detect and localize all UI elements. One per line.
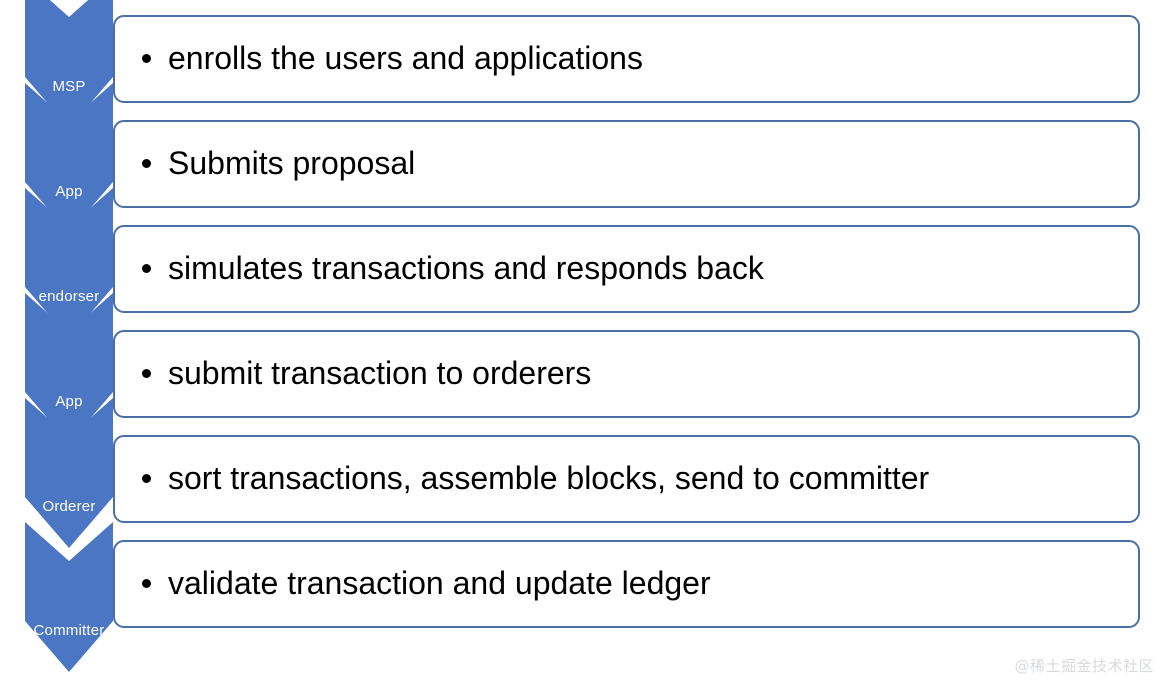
description-text: Submits proposal [168,145,416,182]
description-box-1[interactable]: enrolls the users and applications [113,15,1140,103]
bullet-row: Submits proposal [115,146,415,181]
bullet-icon [142,54,151,64]
description-box-5[interactable]: sort transactions, assemble blocks, send… [113,435,1140,523]
watermark: @稀土掘金技术社区 [1014,657,1154,675]
description-text: sort transactions, assemble blocks, send… [168,460,930,497]
bullet-icon [142,264,151,274]
chevron-label: App [55,183,83,200]
bullet-icon [142,474,151,484]
bullet-row: enrolls the users and applications [115,41,643,76]
chevron-column: MSP App endorser App Orderer Committer [0,0,140,688]
description-box-3[interactable]: simulates transactions and responds back [113,225,1140,313]
chevron-label: Committer [33,622,105,639]
chevron-label: endorser [38,288,100,305]
description-box-2[interactable]: Submits proposal [113,120,1140,208]
description-text: simulates transactions and responds back [168,250,764,287]
bullet-row: simulates transactions and responds back [115,251,764,286]
description-text: enrolls the users and applications [168,40,643,77]
description-text: submit transaction to orderers [168,355,592,392]
description-box-4[interactable]: submit transaction to orderers [113,330,1140,418]
bullet-icon [142,579,151,589]
bullet-row: validate transaction and update ledger [115,566,711,601]
chevron-label: MSP [52,78,86,95]
description-text: validate transaction and update ledger [168,565,711,602]
description-box-6[interactable]: validate transaction and update ledger [113,540,1140,628]
bullet-icon [142,369,151,379]
bullet-icon [142,159,151,169]
chevron-label: App [55,393,83,410]
bullet-row: sort transactions, assemble blocks, send… [115,461,929,496]
chevron-label: Orderer [42,498,96,515]
bullet-row: submit transaction to orderers [115,356,591,391]
